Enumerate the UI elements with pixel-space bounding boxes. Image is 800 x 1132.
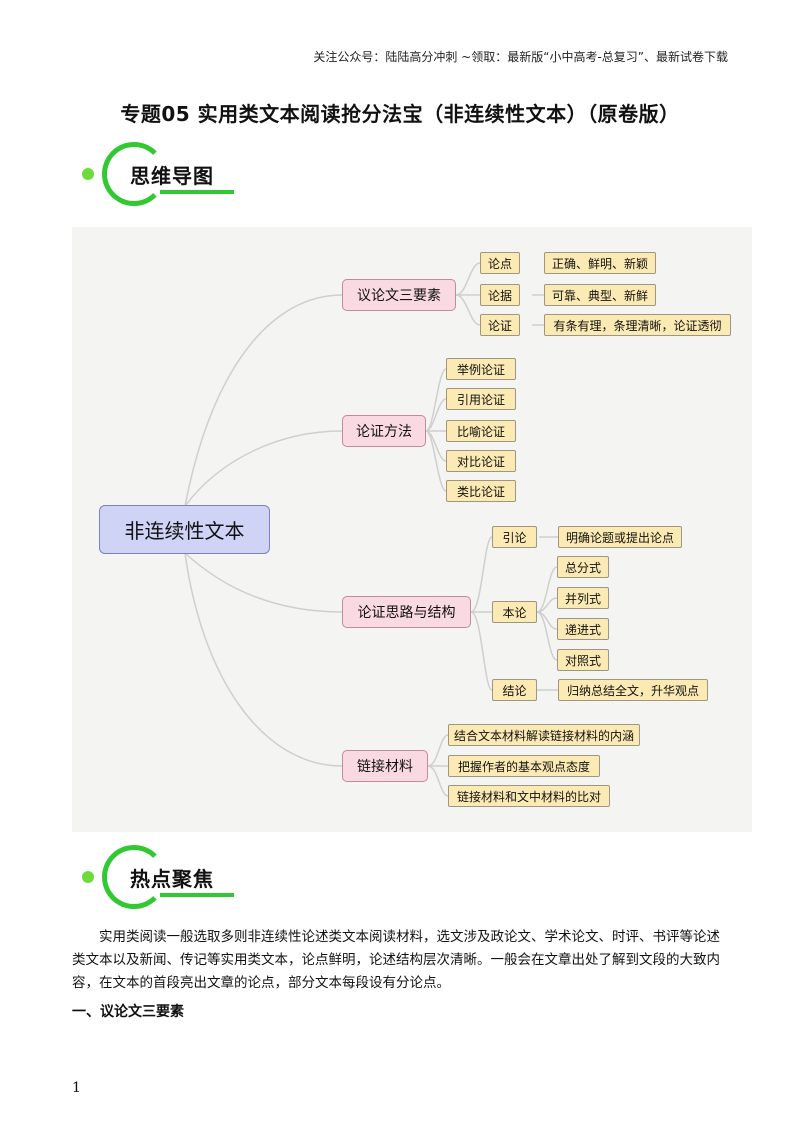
green-dot-icon <box>82 168 94 180</box>
method-item: 类比论证 <box>446 480 516 502</box>
mind-map-connectors <box>184 262 558 797</box>
element-value: 可靠、典型、新鲜 <box>544 284 656 306</box>
element-key: 论据 <box>480 284 520 306</box>
branch-three-elements: 议论文三要素 <box>342 279 456 311</box>
green-dot-icon <box>82 871 94 883</box>
structure-intro: 引论 <box>492 526 537 548</box>
body-pattern: 并列式 <box>557 587 609 609</box>
material-item: 链接材料和文中材料的比对 <box>448 785 610 807</box>
body-pattern: 对照式 <box>557 649 609 671</box>
header-note: 关注公众号：陆陆高分冲刺 ~领取：最新版“小中高考-总复习”、最新试卷下载 <box>313 50 728 64</box>
green-ring-icon <box>102 142 166 206</box>
mind-map: 非连续性文本 议论文三要素 论点 正确、鲜明、新颖 论据 可靠、典型、新鲜 论证… <box>72 227 752 832</box>
green-underline <box>160 893 234 897</box>
intro-paragraph: 实用类阅读一般选取多则非连续性论述类文本阅读材料，选文涉及政论文、学术论文、时评… <box>72 929 720 991</box>
section-mindmap-heading: 思维导图 <box>82 142 252 212</box>
structure-body: 本论 <box>492 601 537 623</box>
branch-linked-material: 链接材料 <box>342 750 428 782</box>
structure-conclusion-desc: 归纳总结全文，升华观点 <box>558 679 708 701</box>
method-item: 举例论证 <box>446 358 516 380</box>
subheading: 一、议论文三要素 <box>72 1004 184 1020</box>
material-item: 把握作者的基本观点态度 <box>448 755 600 777</box>
structure-intro-desc: 明确论题或提出论点 <box>558 526 682 548</box>
method-item: 引用论证 <box>446 388 516 410</box>
element-value: 有条有理，条理清晰，论证透彻 <box>544 314 731 336</box>
structure-conclusion: 结论 <box>492 679 537 701</box>
green-ring-icon <box>102 845 166 909</box>
page-number: 1 <box>72 1080 81 1096</box>
branch-structure: 论证思路与结构 <box>342 596 471 628</box>
section-hotspot-label: 热点聚焦 <box>130 867 214 891</box>
green-underline <box>160 190 234 194</box>
element-key: 论点 <box>480 252 520 274</box>
element-key: 论证 <box>480 314 520 336</box>
material-item: 结合文本材料解读链接材料的内涵 <box>448 724 640 746</box>
page-title: 专题05 实用类文本阅读抢分法宝（非连续性文本）（原卷版） <box>120 102 680 126</box>
method-item: 比喻论证 <box>446 420 516 442</box>
body-pattern: 总分式 <box>557 556 609 578</box>
section-mindmap-label: 思维导图 <box>130 164 214 188</box>
branch-argument-methods: 论证方法 <box>342 415 426 447</box>
element-value: 正确、鲜明、新颖 <box>544 252 656 274</box>
mindmap-root: 非连续性文本 <box>99 505 270 554</box>
section-hotspot-heading: 热点聚焦 <box>82 845 252 915</box>
body-pattern: 递进式 <box>557 618 609 640</box>
method-item: 对比论证 <box>446 450 516 472</box>
